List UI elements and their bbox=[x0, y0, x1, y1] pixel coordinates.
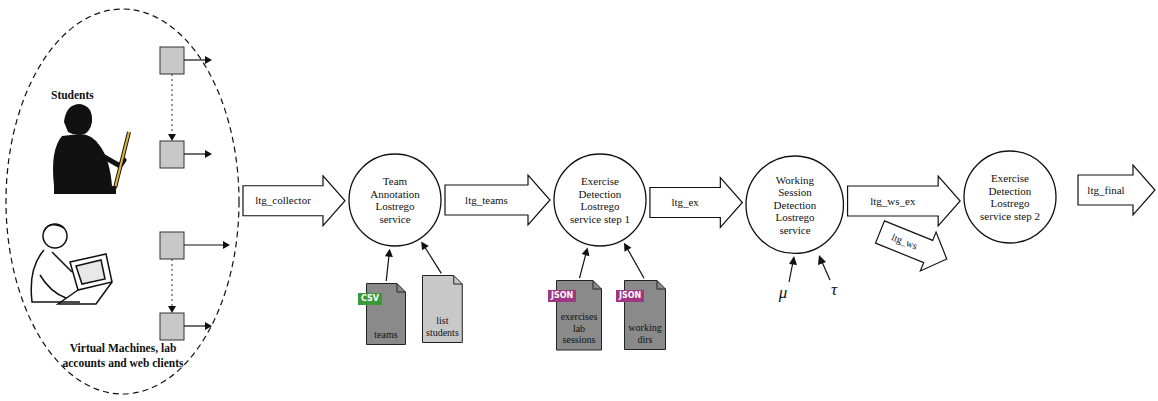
document-label: teams bbox=[374, 329, 397, 341]
document-label: exercises lab sessions bbox=[556, 311, 602, 346]
stream-label: ltg_ws bbox=[888, 231, 919, 253]
service-label: Working Session Detection Lostrego servi… bbox=[763, 174, 827, 237]
student-figure bbox=[31, 224, 112, 304]
parameter-symbol: μ bbox=[779, 283, 788, 303]
block-arrow bbox=[650, 178, 742, 228]
document-label: list students bbox=[422, 315, 463, 338]
ellipse-outline bbox=[5, 8, 240, 395]
student-figure bbox=[53, 104, 129, 194]
circle-text: Exercise Detection Lostrego service step… bbox=[978, 172, 1042, 222]
file-type-tag: JSON bbox=[616, 290, 644, 302]
input-arrow bbox=[624, 243, 644, 279]
parameter-arrows bbox=[789, 255, 830, 282]
input-arrow bbox=[385, 249, 393, 281]
service-circle: Exercise Detection Lostrego service step… bbox=[553, 153, 647, 247]
input-arrow bbox=[421, 241, 441, 273]
document-text: list students bbox=[422, 315, 463, 338]
service-circle: Exercise Detection Lostrego service step… bbox=[963, 150, 1057, 244]
file-type-tag: JSON bbox=[548, 290, 576, 302]
block-arrow bbox=[1078, 165, 1155, 215]
stream-label: ltg_ex bbox=[670, 196, 700, 209]
input-document: exercises lab sessionsJSON bbox=[556, 280, 602, 351]
stream-label: ltg_collector bbox=[254, 194, 312, 207]
document-label: working dirs bbox=[624, 322, 666, 345]
event-boxes bbox=[160, 47, 184, 340]
source-label: Virtual Machines, lab accounts and web c… bbox=[57, 341, 189, 371]
service-circle: Team Annotation Lostrego service bbox=[348, 153, 442, 247]
circle-text: Working Session Detection Lostrego servi… bbox=[763, 174, 827, 237]
document-text: teams bbox=[366, 329, 406, 341]
stream-label: ltg_teams bbox=[464, 194, 509, 207]
block-arrow bbox=[848, 176, 961, 226]
input-arrow bbox=[580, 247, 590, 278]
circle-text: Exercise Detection Lostrego service step… bbox=[568, 175, 632, 225]
event-arrows bbox=[168, 56, 230, 330]
service-label: Team Annotation Lostrego service bbox=[363, 175, 427, 225]
block-arrow bbox=[243, 176, 345, 226]
document-text: working dirs bbox=[624, 322, 666, 345]
input-document: list students bbox=[422, 275, 463, 343]
file-type-tag: CSV bbox=[358, 293, 382, 305]
service-label: Exercise Detection Lostrego service step… bbox=[978, 172, 1042, 222]
parameter-symbol: τ bbox=[831, 280, 837, 300]
source-label: Students bbox=[51, 88, 131, 103]
service-label: Exercise Detection Lostrego service step… bbox=[568, 175, 632, 225]
service-circle: Working Session Detection Lostrego servi… bbox=[745, 155, 844, 254]
source-ellipse: StudentsVirtual Machines, lab accounts a… bbox=[5, 8, 240, 395]
input-document: working dirsJSON bbox=[624, 280, 666, 350]
block-arrow bbox=[445, 175, 550, 225]
stream-label: ltg_final bbox=[1086, 184, 1125, 197]
block-arrow bbox=[872, 213, 954, 279]
circle-text: Team Annotation Lostrego service bbox=[363, 175, 427, 225]
input-document: teamsCSV bbox=[366, 283, 406, 345]
document-text: exercises lab sessions bbox=[556, 311, 602, 346]
stream-label: ltg_ws_ex bbox=[869, 195, 916, 208]
